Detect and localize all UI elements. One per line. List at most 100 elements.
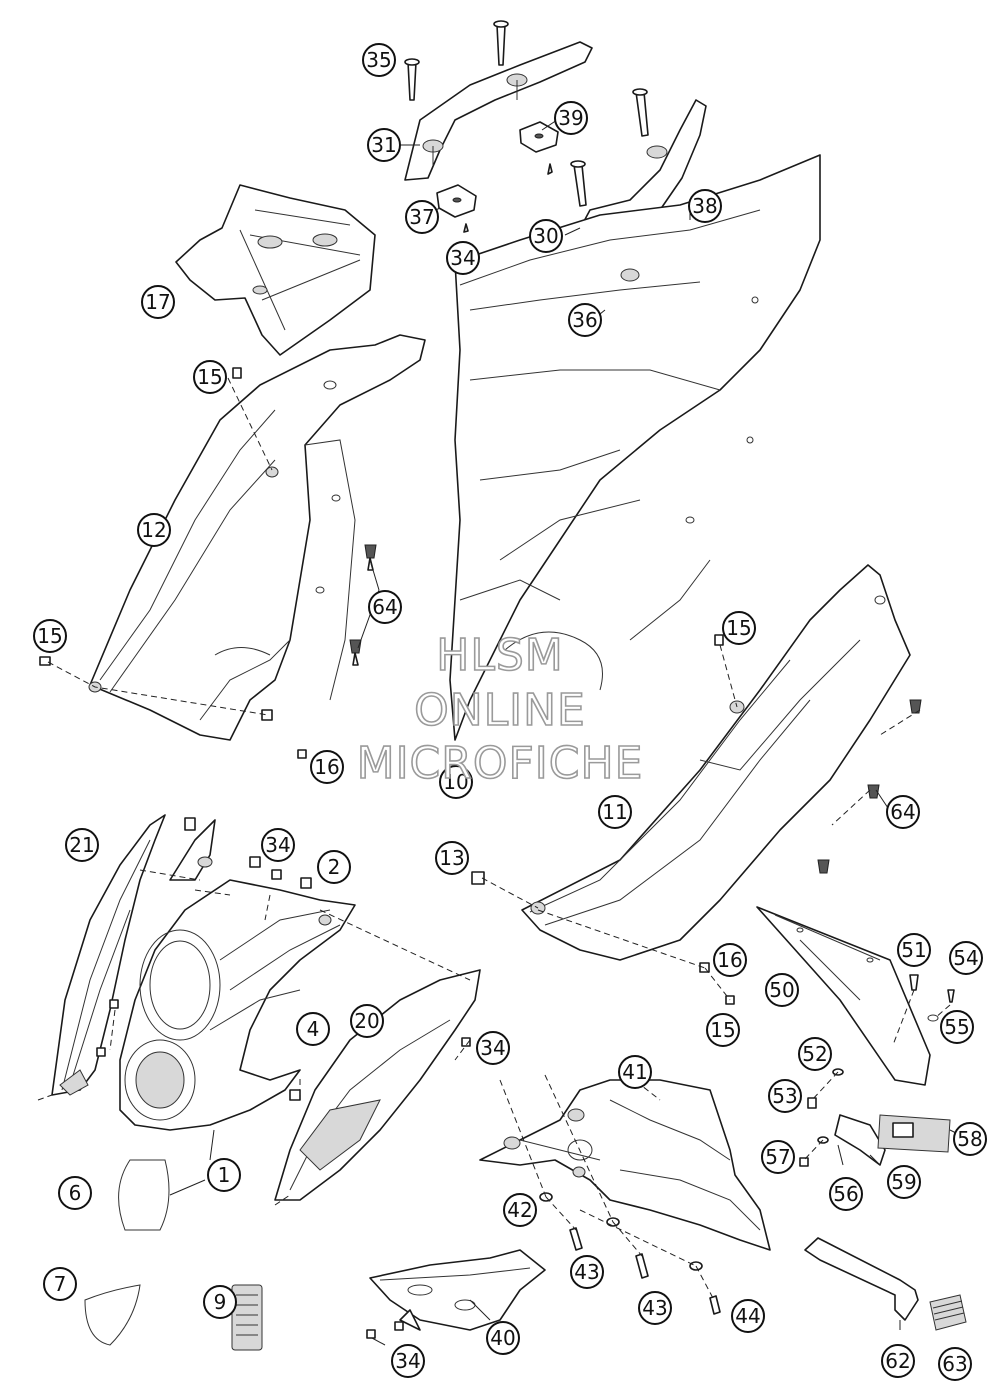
svg-text:59: 59 — [891, 1170, 916, 1194]
callout-15: 15 — [33, 619, 67, 653]
callout-42: 42 — [503, 1193, 537, 1227]
part-39-nut — [519, 121, 559, 175]
part-40-cover — [369, 1249, 546, 1331]
svg-text:44: 44 — [735, 1304, 760, 1328]
svg-text:37: 37 — [409, 205, 434, 229]
bolt-top — [493, 20, 509, 66]
svg-text:17: 17 — [145, 290, 170, 314]
screws-40 — [366, 1321, 404, 1339]
svg-text:15: 15 — [726, 616, 751, 640]
bolt-35 — [404, 58, 420, 101]
bolt-30b — [570, 160, 587, 207]
bolts-43-44 — [569, 1227, 721, 1315]
callout-15: 15 — [193, 360, 227, 394]
svg-text:15: 15 — [197, 365, 222, 389]
bolt-30a — [632, 88, 649, 137]
callout-56: 56 — [829, 1177, 863, 1211]
leader-lines — [37, 119, 961, 1346]
callout-21: 21 — [65, 828, 99, 862]
part-41-rear-mudguard — [479, 1079, 771, 1251]
svg-text:36: 36 — [572, 308, 597, 332]
part-1-headlight-mask — [119, 819, 356, 1131]
callout-43: 43 — [638, 1291, 672, 1325]
part-6-lens — [118, 1159, 170, 1231]
svg-text:35: 35 — [366, 48, 391, 72]
callout-54: 54 — [949, 941, 983, 975]
callout-34: 34 — [446, 241, 480, 275]
rivets-64-right — [817, 699, 922, 874]
svg-text:64: 64 — [372, 595, 397, 619]
callout-34: 34 — [391, 1344, 425, 1378]
svg-text:54: 54 — [953, 946, 978, 970]
svg-text:62: 62 — [885, 1349, 910, 1373]
part-9-reflector — [231, 1284, 263, 1351]
svg-text:31: 31 — [371, 133, 396, 157]
svg-text:16: 16 — [314, 755, 339, 779]
callout-34: 34 — [476, 1031, 510, 1065]
callout-64: 64 — [368, 590, 402, 624]
callout-50: 50 — [765, 973, 799, 1007]
svg-text:6: 6 — [69, 1181, 82, 1205]
callout-38: 38 — [688, 189, 722, 223]
callout-57: 57 — [761, 1140, 795, 1174]
callout-43: 43 — [570, 1255, 604, 1289]
svg-text:20: 20 — [354, 1009, 379, 1033]
callout-44: 44 — [731, 1299, 765, 1333]
part-21-front-fairing-left — [51, 814, 166, 1096]
callout-52: 52 — [798, 1037, 832, 1071]
svg-text:53: 53 — [772, 1084, 797, 1108]
part-62-bracket — [804, 1237, 919, 1321]
callout-4: 4 — [296, 1012, 330, 1046]
callout-1: 1 — [207, 1158, 241, 1192]
svg-text:39: 39 — [558, 106, 583, 130]
callout-9: 9 — [203, 1285, 237, 1319]
callout-62: 62 — [881, 1344, 915, 1378]
svg-text:15: 15 — [710, 1018, 735, 1042]
callout-40: 40 — [486, 1321, 520, 1355]
svg-text:40: 40 — [490, 1326, 515, 1350]
svg-text:30: 30 — [533, 224, 558, 248]
callout-11: 11 — [598, 795, 632, 829]
callout-34: 34 — [261, 828, 295, 862]
svg-text:9: 9 — [214, 1290, 227, 1314]
svg-text:42: 42 — [507, 1198, 532, 1222]
svg-text:57: 57 — [765, 1145, 790, 1169]
watermark-line-2: ONLINE — [413, 684, 586, 737]
svg-text:52: 52 — [802, 1042, 827, 1066]
svg-text:1: 1 — [218, 1163, 231, 1187]
callout-58: 58 — [953, 1122, 987, 1156]
callout-37: 37 — [405, 200, 439, 234]
svg-text:11: 11 — [602, 800, 627, 824]
part-10-tail-section — [449, 154, 821, 741]
callout-15: 15 — [706, 1013, 740, 1047]
callout-20: 20 — [350, 1004, 384, 1038]
svg-text:34: 34 — [450, 246, 475, 270]
svg-text:21: 21 — [69, 833, 94, 857]
svg-text:2: 2 — [328, 855, 341, 879]
callout-12: 12 — [137, 513, 171, 547]
callout-64: 64 — [886, 795, 920, 829]
svg-text:13: 13 — [439, 846, 464, 870]
callout-7: 7 — [43, 1267, 77, 1301]
svg-text:51: 51 — [901, 938, 926, 962]
svg-text:58: 58 — [957, 1127, 982, 1151]
part-20-front-fairing-right — [274, 969, 481, 1201]
svg-text:64: 64 — [890, 800, 915, 824]
callout-39: 39 — [554, 101, 588, 135]
svg-text:12: 12 — [141, 518, 166, 542]
svg-text:56: 56 — [833, 1182, 858, 1206]
callout-6: 6 — [58, 1176, 92, 1210]
callout-63: 63 — [938, 1347, 972, 1381]
svg-text:63: 63 — [942, 1352, 967, 1376]
svg-text:43: 43 — [574, 1260, 599, 1284]
part-17-bracket — [175, 184, 376, 356]
part-58-reflector — [877, 1114, 951, 1153]
svg-text:15: 15 — [37, 624, 62, 648]
part-50-plate-holder — [756, 906, 931, 1086]
part-12-side-panel — [88, 334, 426, 741]
callout-41: 41 — [618, 1055, 652, 1089]
part-63-reflector — [929, 1294, 967, 1331]
watermark-line-1: HLSM — [435, 629, 564, 682]
